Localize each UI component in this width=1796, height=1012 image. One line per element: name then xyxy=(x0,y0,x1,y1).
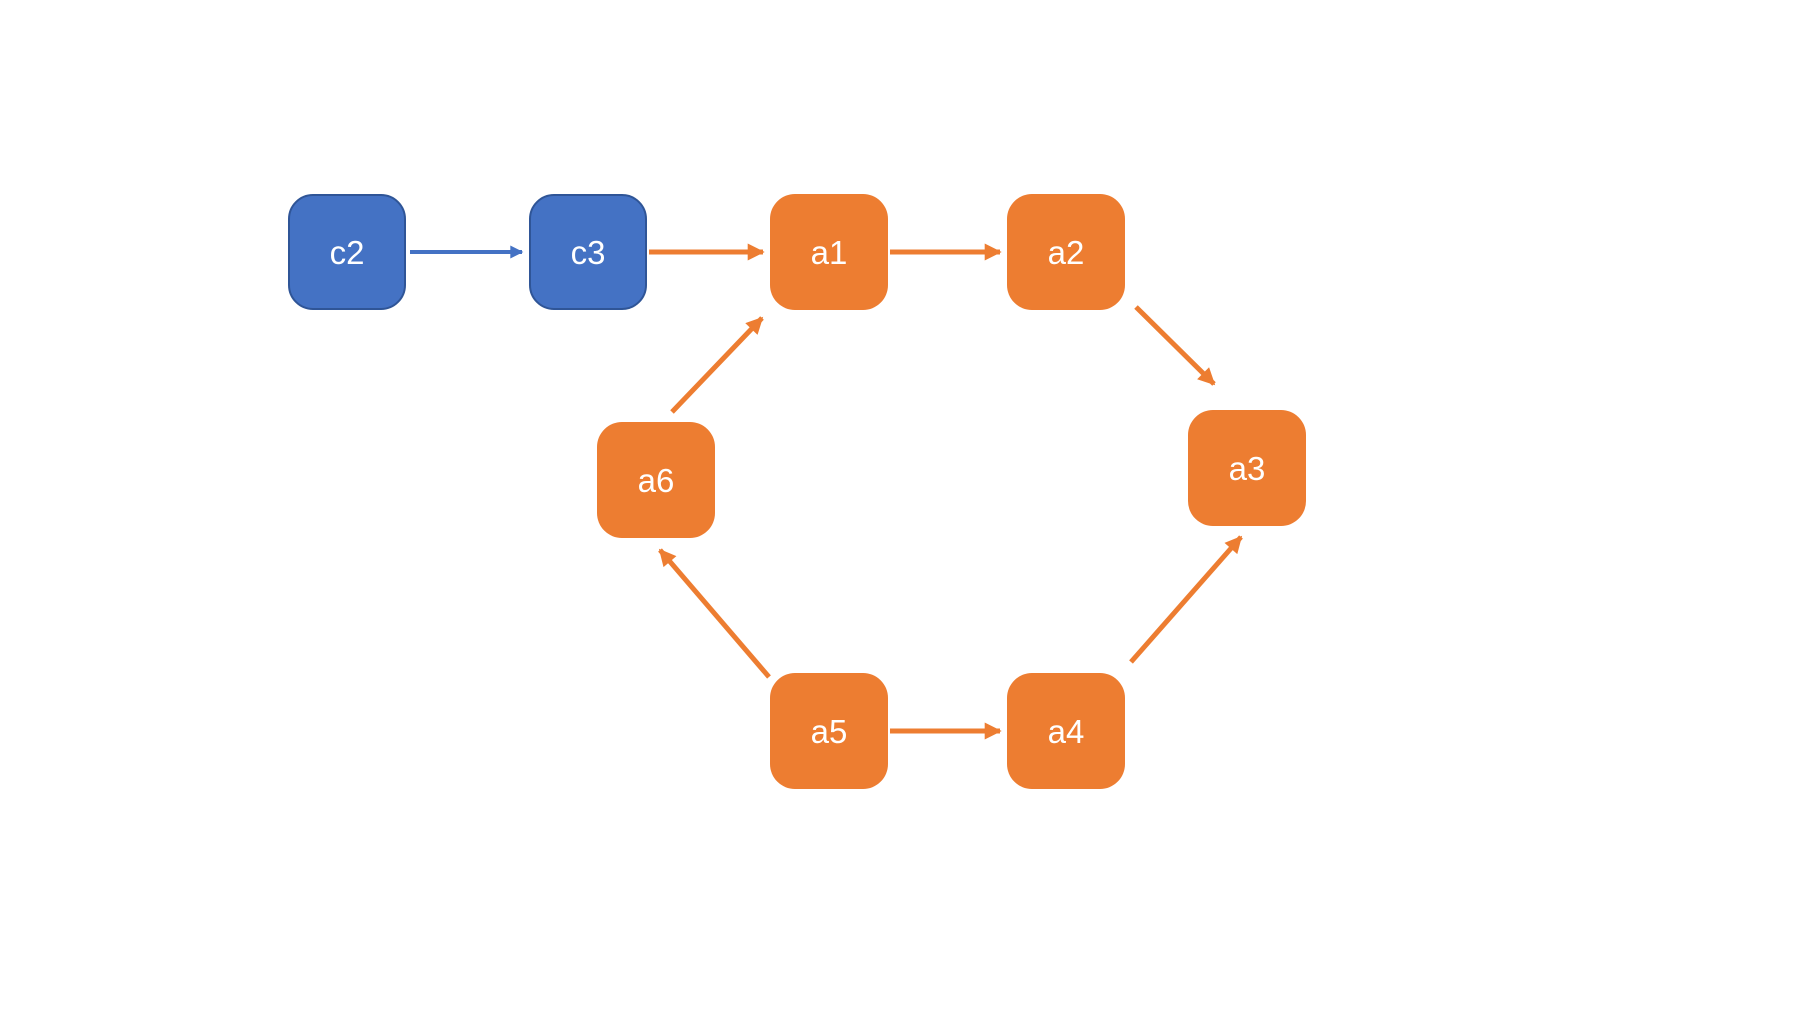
node-a4: a4 xyxy=(1007,673,1125,789)
node-c3: c3 xyxy=(529,194,647,310)
edge-a5-a6 xyxy=(658,548,771,679)
node-a5-label: a5 xyxy=(810,712,848,750)
node-c2-label: c2 xyxy=(329,233,365,271)
node-a3-label: a3 xyxy=(1228,449,1266,487)
node-a1-label: a1 xyxy=(810,233,848,271)
node-c2: c2 xyxy=(288,194,406,310)
node-a6-label: a6 xyxy=(637,461,675,499)
node-a1: a1 xyxy=(770,194,888,310)
node-c3-label: c3 xyxy=(570,233,606,271)
node-a5: a5 xyxy=(770,673,888,789)
node-a3: a3 xyxy=(1188,410,1306,526)
node-a2-label: a2 xyxy=(1047,233,1085,271)
node-a2: a2 xyxy=(1007,194,1125,310)
edge-a2-a3 xyxy=(1134,305,1216,386)
node-a6: a6 xyxy=(597,422,715,538)
edge-a6-a1 xyxy=(670,316,764,414)
node-a4-label: a4 xyxy=(1047,712,1085,750)
edge-a4-a3 xyxy=(1129,535,1243,664)
